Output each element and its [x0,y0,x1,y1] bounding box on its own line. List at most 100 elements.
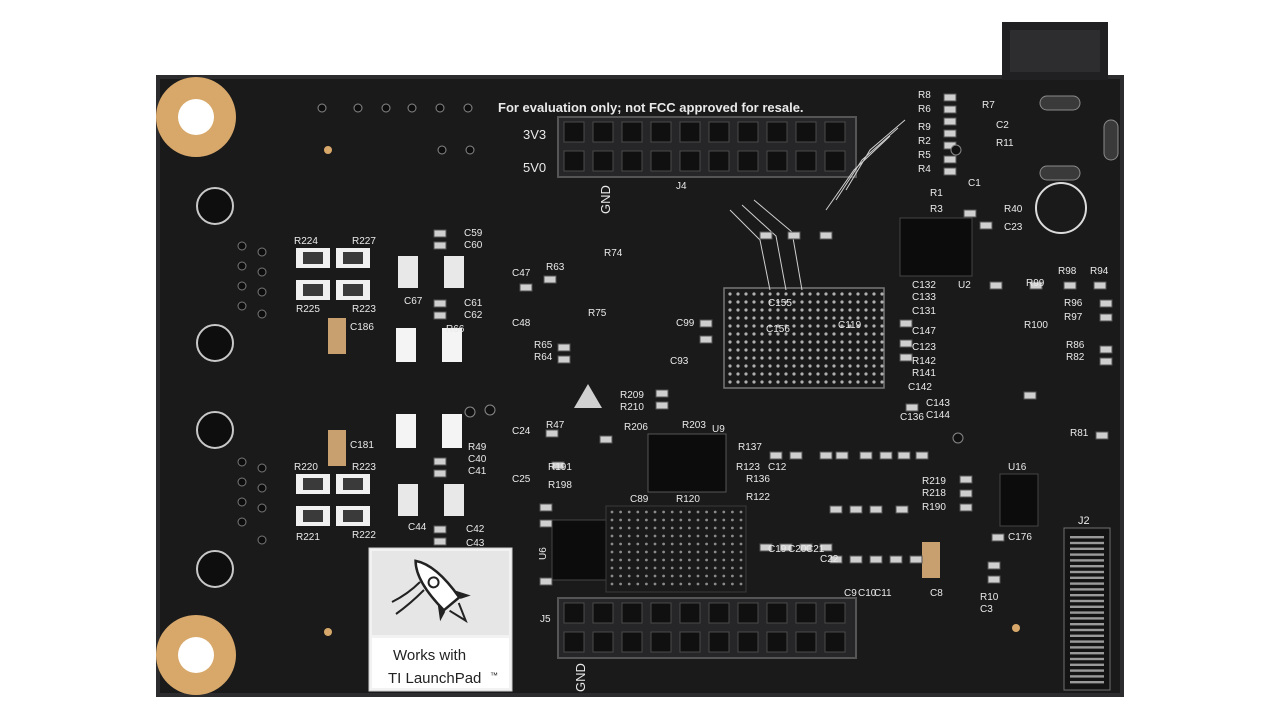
smd-passive [829,555,843,564]
via [739,510,743,514]
bga-ball [824,356,828,360]
via [739,582,743,586]
bga-ball [848,340,852,344]
smd-passive [829,505,843,514]
via [731,574,734,578]
bga-ball [840,348,844,352]
bga-ball [864,292,868,296]
via [696,542,700,546]
bga-ball [800,356,804,360]
smd-passive [991,533,1005,542]
header-pin [650,631,672,653]
silk-label: R222 [352,530,376,541]
smd-passive [849,555,863,564]
bga-ball [840,364,844,368]
bga-ball [880,380,884,384]
via [257,267,267,277]
bga-ball [744,356,748,360]
bga-ball [784,292,788,296]
bga-ball [792,348,796,352]
bga-ball [768,372,772,376]
bga-ball [752,348,756,352]
bga-ball [760,364,764,368]
silk-label: R1 [930,188,943,199]
bga-ball [840,324,844,328]
via [679,558,683,562]
via [627,510,631,514]
silk-label: C156 [766,324,790,335]
smd-passive [915,451,929,460]
via [645,566,648,570]
via [662,510,665,514]
bga-ball [824,340,828,344]
via [610,558,614,562]
silk-label: R221 [296,532,320,543]
silk-label: C181 [350,440,374,451]
bga-ball [744,348,748,352]
via [619,534,622,538]
bga-ball [760,316,764,320]
silk-label: C20 [788,544,807,555]
connector-pin [1070,559,1104,562]
label-u2: U2 [958,280,971,291]
bga-ball [752,300,756,304]
bga-ball [728,292,732,296]
bga-ball [800,348,804,352]
bga-ball [880,332,884,336]
bga-ball [760,380,764,384]
bga-ball [808,292,812,296]
via [722,534,726,538]
silk-label: C123 [912,342,936,353]
resistor-body [303,284,323,296]
bga-ball [872,380,876,384]
bga-ball [856,348,860,352]
smd-passive [819,451,833,460]
via [670,534,674,538]
silk-label: C142 [908,382,932,393]
connector-pin [1070,611,1104,614]
silk-label: R100 [1024,320,1048,331]
via [619,526,622,530]
via [722,510,726,514]
bga-ball [872,316,876,320]
test-pad [324,628,332,636]
via [688,550,691,554]
silk-label: C43 [466,538,485,549]
smd-passive [1099,313,1113,322]
via [696,550,700,554]
via [610,534,614,538]
via [662,534,665,538]
silk-label: C47 [512,268,531,279]
badge-trademark: ™ [490,671,498,680]
bga-ball [792,292,796,296]
bga-ball [864,356,868,360]
smd-passive [819,543,833,552]
smd-passive [849,505,863,514]
bga-ball [872,356,876,360]
label-u6: U6 [538,547,549,560]
bga-ball [840,380,844,384]
via [627,574,631,578]
via [713,582,717,586]
silk-label: C8 [930,588,943,599]
silk-label: R65 [534,340,553,351]
smd-passive [943,105,957,114]
via [465,145,475,155]
via [662,582,665,586]
bga-ball [808,372,812,376]
via [679,526,683,530]
header-pin [737,631,759,653]
silk-label: R8 [918,90,931,101]
label-u16: U16 [1008,462,1027,473]
smd-passive [699,319,713,328]
board-edge-shade [156,75,1124,697]
bga-ball [800,340,804,344]
silk-label: R218 [922,488,946,499]
bga-ball [776,364,780,368]
via [653,550,657,554]
via [713,550,717,554]
via [696,574,700,578]
bga-ball [768,324,772,328]
via [696,510,700,514]
smd-passive [433,311,447,320]
